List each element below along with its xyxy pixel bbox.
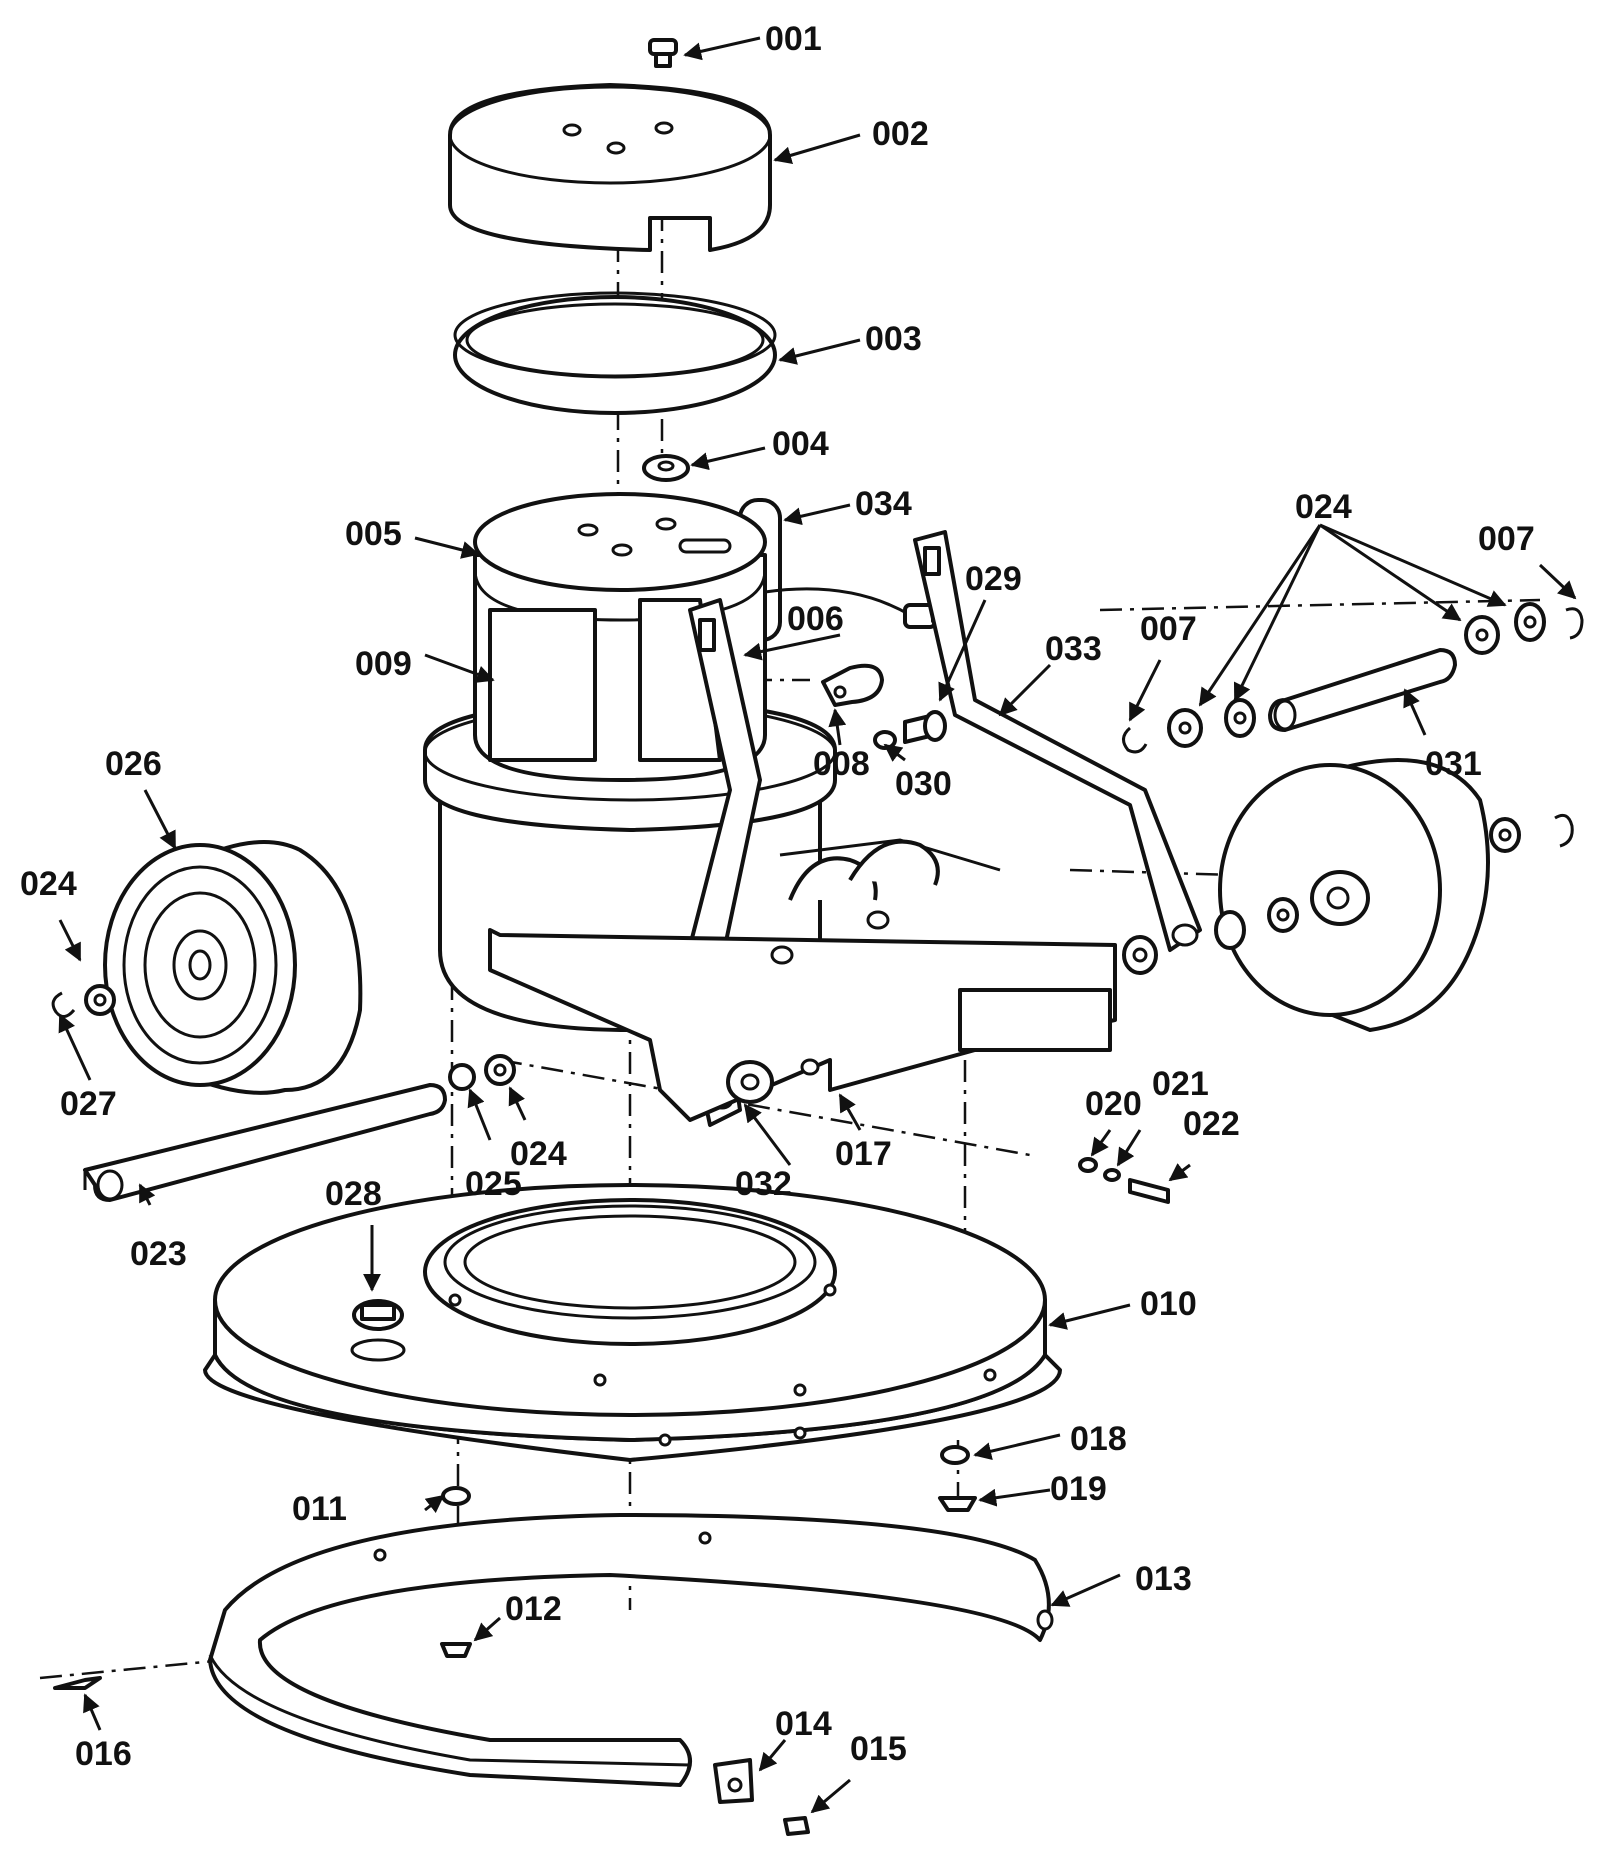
label-028: 028 [325, 1175, 382, 1213]
label-018: 018 [1070, 1420, 1127, 1458]
label-008: 008 [813, 745, 870, 783]
label-013: 013 [1135, 1560, 1192, 1598]
label-021: 021 [1152, 1065, 1209, 1103]
label-007: 007 [1478, 520, 1535, 558]
label-027: 027 [60, 1085, 117, 1123]
label-025: 025 [465, 1165, 522, 1203]
label-026: 026 [105, 745, 162, 783]
label-024-left-wheel: 024 [20, 865, 77, 903]
label-031: 031 [1425, 745, 1482, 783]
label-003: 003 [865, 320, 922, 358]
label-004: 004 [772, 425, 829, 463]
label-033: 033 [1045, 630, 1102, 668]
leader-arrows [58, 36, 1577, 1814]
part-004-washer [642, 454, 690, 482]
part-right-wheel [1218, 758, 1490, 1032]
label-032: 032 [735, 1165, 792, 1203]
label-020: 020 [1085, 1085, 1142, 1123]
part-001-screw [648, 38, 678, 68]
label-006: 006 [787, 600, 844, 638]
label-009: 009 [355, 645, 412, 683]
label-014: 014 [775, 1705, 832, 1743]
label-022: 022 [1183, 1105, 1240, 1143]
part-010-base-plate [203, 1183, 1062, 1462]
label-010: 010 [1140, 1285, 1197, 1323]
part-023-axle [83, 1083, 447, 1202]
part-002-top-cover [448, 83, 772, 252]
label-029: 029 [965, 560, 1022, 598]
label-011: 011 [292, 1490, 347, 1528]
label-012: 012 [505, 1590, 562, 1628]
part-030-screw [873, 710, 947, 750]
part-026-wheel [103, 840, 363, 1095]
label-024: 024 [1295, 488, 1352, 526]
label-024-axle: 024 [510, 1135, 567, 1173]
part-013-bumper [53, 1513, 1054, 1836]
label-007-right-upper: 007 [1140, 610, 1197, 648]
label-017: 017 [835, 1135, 892, 1173]
label-002: 002 [872, 115, 929, 153]
part-031-axle [1268, 648, 1457, 732]
part-008-clamp [821, 663, 884, 707]
label-019: 019 [1050, 1470, 1107, 1508]
label-015: 015 [850, 1730, 907, 1768]
part-033-link-arm [913, 530, 1202, 952]
part-labels: 001 002 003 004 005 034 024 007 029 006 … [20, 20, 1535, 1773]
label-034: 034 [855, 485, 912, 523]
small-hardware [51, 602, 1584, 1658]
part-003-band-ring [453, 291, 777, 415]
part-017-frame [488, 838, 1117, 1122]
label-030: 030 [895, 765, 952, 803]
label-023: 023 [130, 1235, 187, 1273]
label-001: 001 [765, 20, 822, 58]
label-016: 016 [75, 1735, 132, 1773]
label-005: 005 [345, 515, 402, 553]
